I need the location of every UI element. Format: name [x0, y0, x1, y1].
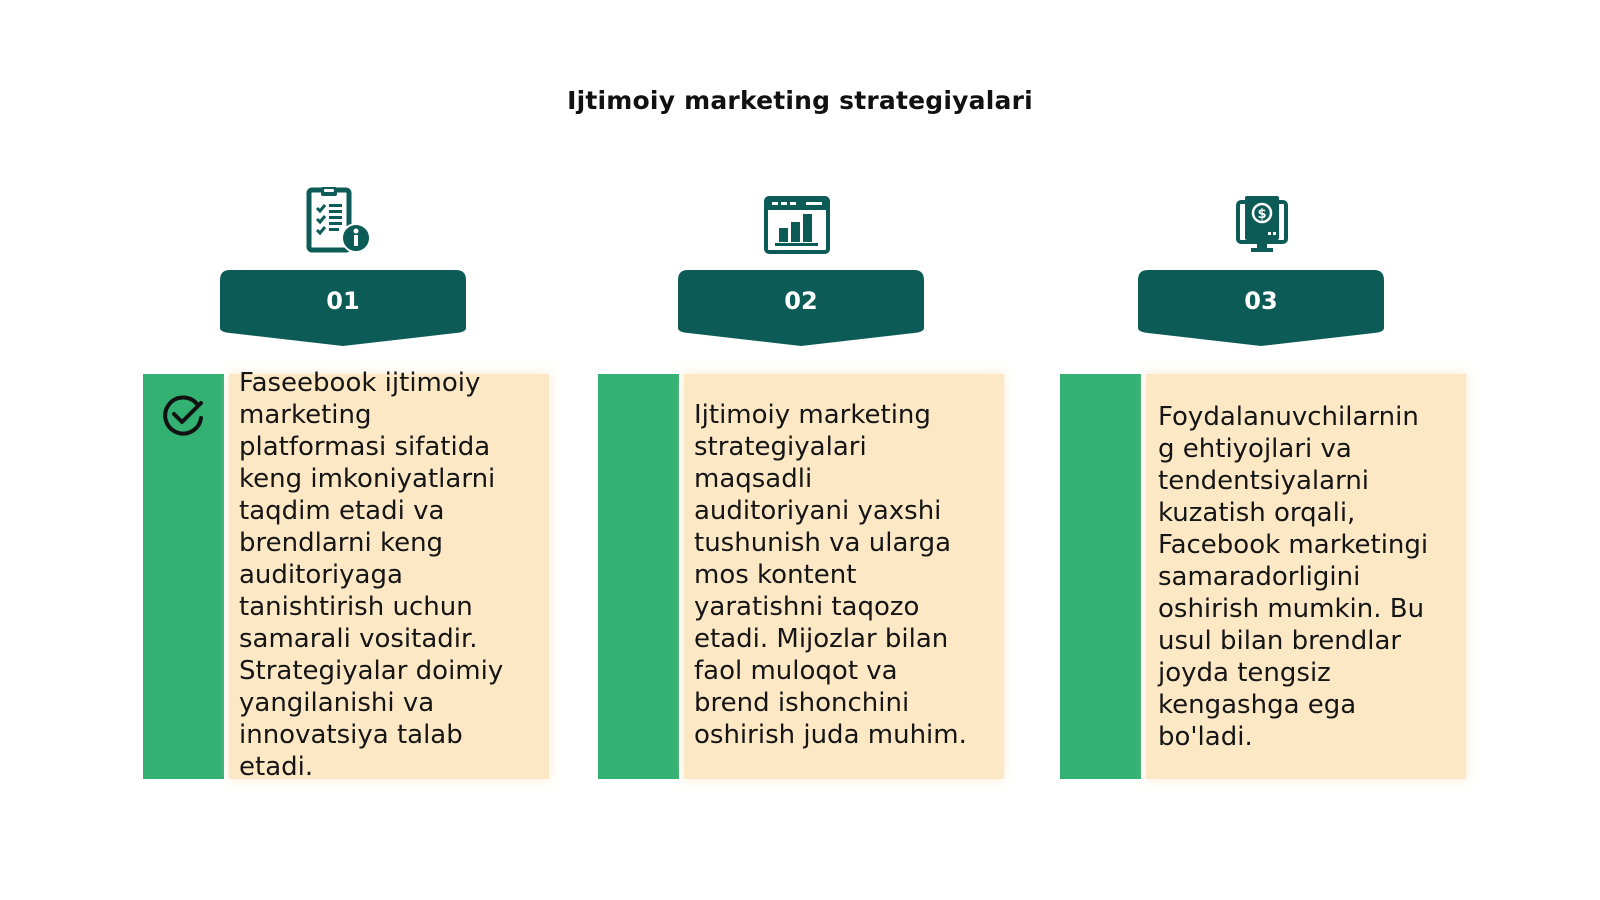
step-number: 03 [1244, 287, 1278, 315]
step-description: Faseebook ijtimoiy marketing platformasi… [239, 368, 504, 782]
step-number: 02 [784, 287, 818, 315]
step-description: Foydalanuvchilarnin g ehtiyojlari va ten… [1158, 402, 1429, 752]
page-title: Ijtimoiy marketing strategiyalari [567, 86, 1033, 115]
step-badge-02: 02 [678, 270, 924, 350]
text-panel [684, 374, 1004, 779]
accent-bar [1060, 374, 1141, 779]
step-description: Ijtimoiy marketing strategiyalari maqsad… [694, 400, 967, 750]
step-card-02: Ijtimoiy marketing strategiyalari maqsad… [598, 374, 1004, 779]
step-card-01: Faseebook ijtimoiy marketing platformasi… [143, 368, 549, 782]
accent-bar [598, 374, 679, 779]
accent-bar [143, 374, 224, 779]
step-card-03: Foydalanuvchilarnin g ehtiyojlari va ten… [1060, 374, 1466, 779]
step-number: 01 [326, 287, 360, 315]
browser-bar-chart-icon [764, 196, 834, 266]
step-badge-03: 03 [1138, 270, 1384, 350]
text-panel [1146, 374, 1466, 779]
step-badge-01: 01 [220, 270, 466, 350]
monitor-dollar-icon: $ [1236, 196, 1306, 266]
clipboard-checklist-info-icon [306, 186, 376, 256]
text-panel [229, 374, 549, 779]
check-circle-icon [163, 395, 203, 436]
svg-text:$: $ [1257, 207, 1266, 222]
